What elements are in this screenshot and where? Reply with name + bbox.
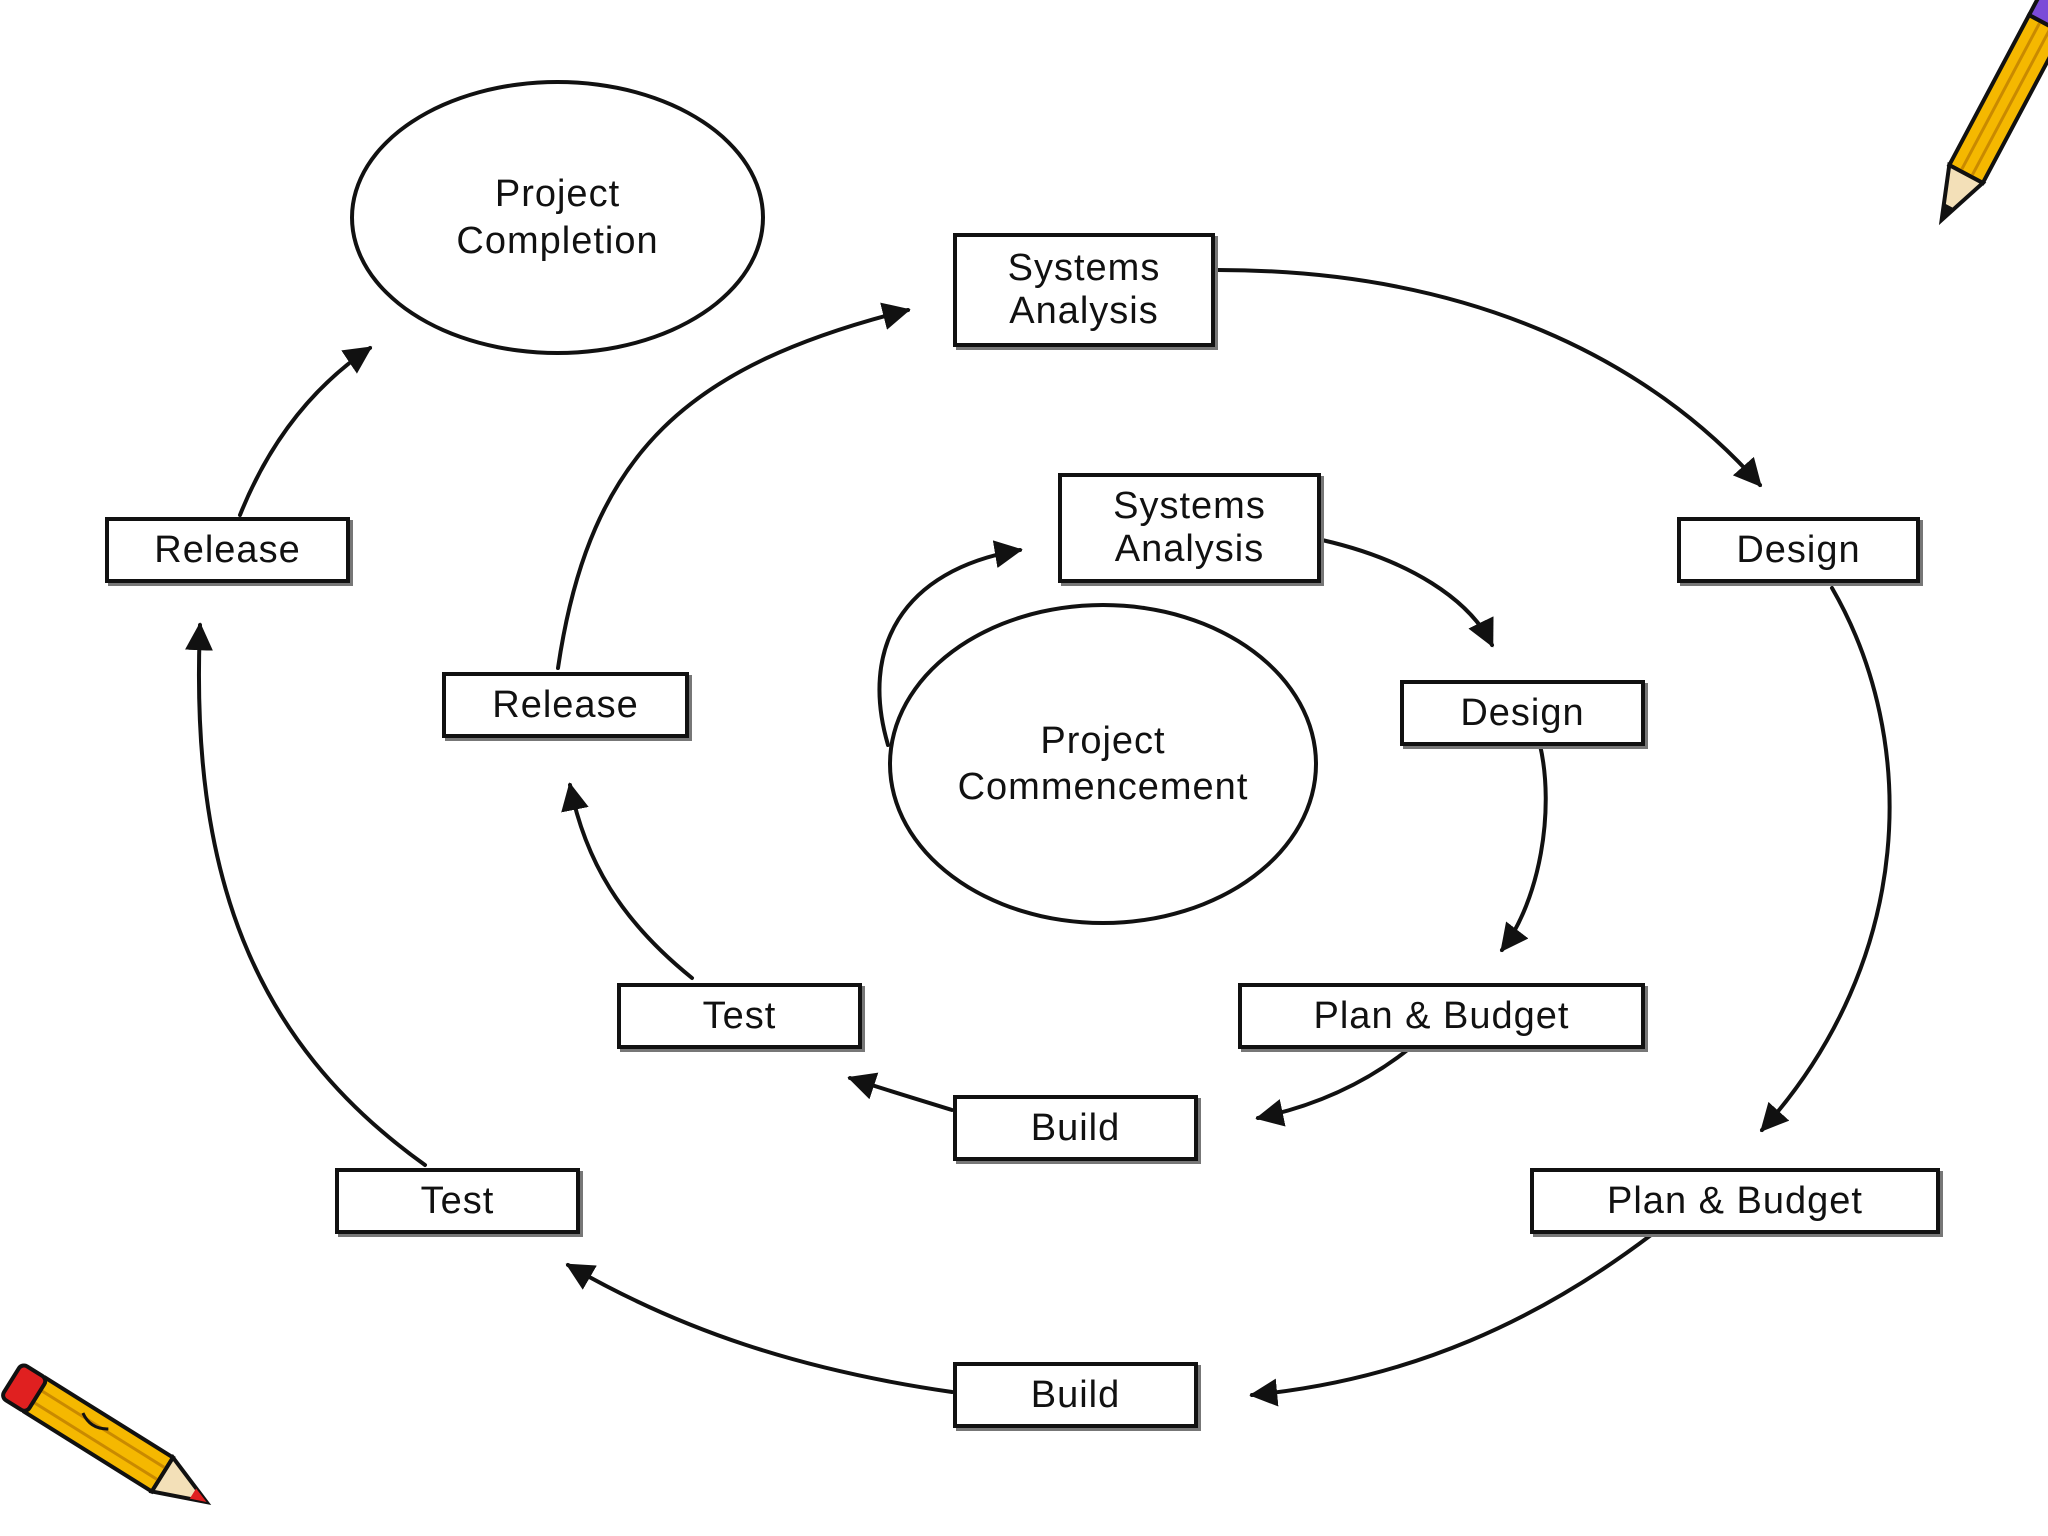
outer-systems-analysis-line2: Analysis	[1009, 290, 1159, 332]
inner-release-label: Release	[492, 683, 639, 726]
project-completion-line1: Project	[494, 173, 621, 216]
inner-plan-budget-box: Plan & Budget	[1238, 983, 1645, 1049]
inner-design-label: Design	[1460, 691, 1585, 734]
arrow-systems-analysis-to-design-inner	[1320, 538, 1494, 648]
project-completion-line2: Completion	[456, 219, 659, 262]
outer-systems-analysis-line1: Systems	[1007, 247, 1161, 290]
inner-release-box: Release	[442, 672, 689, 738]
outer-release-box: Release	[105, 517, 350, 583]
inner-build-label: Build	[1030, 1106, 1121, 1149]
outer-build-label: Build	[1030, 1373, 1121, 1416]
project-completion-node: Project Completion	[350, 80, 765, 355]
outer-build-box: Build	[953, 1362, 1198, 1428]
inner-systems-analysis-box: Systems Analysis	[1058, 473, 1321, 583]
arrow-systems-analysis-to-design-outer	[1216, 268, 1762, 488]
arrow-test-to-release-outer	[184, 622, 427, 1167]
inner-test-box: Test	[617, 983, 862, 1049]
arrow-test-to-release-inner	[561, 782, 694, 980]
outer-design-box: Design	[1677, 517, 1920, 583]
outer-systems-analysis-box: Systems Analysis	[953, 233, 1215, 347]
arrow-design-to-plan-outer	[1760, 586, 1892, 1133]
inner-systems-analysis-line2: Analysis	[1114, 528, 1265, 570]
inner-systems-analysis-line1: Systems	[1113, 485, 1266, 528]
pencil-icon	[1, 1363, 212, 1506]
arrow-plan-to-build-inner	[1255, 1046, 1412, 1127]
arrow-release-to-completion	[238, 346, 373, 517]
inner-test-label: Test	[702, 994, 777, 1037]
outer-design-label: Design	[1736, 528, 1861, 571]
arrow-commencement-to-systems-analysis	[877, 540, 1023, 747]
outer-test-label: Test	[420, 1179, 495, 1222]
outer-test-box: Test	[335, 1168, 580, 1234]
project-commencement-line1: Project	[1040, 719, 1166, 762]
project-commencement-node: Project Commencement	[888, 603, 1318, 925]
arrow-design-to-plan-inner	[1500, 743, 1548, 953]
arrow-plan-to-build-outer	[1249, 1230, 1657, 1407]
outer-release-label: Release	[154, 528, 301, 571]
arrow-build-to-test-outer	[565, 1263, 954, 1394]
outer-plan-budget-box: Plan & Budget	[1530, 1168, 1940, 1234]
arrow-release-to-systems-analysis-outer	[556, 302, 911, 670]
inner-plan-budget-label: Plan & Budget	[1313, 994, 1570, 1037]
inner-design-box: Design	[1400, 680, 1645, 746]
project-commencement-line2: Commencement	[957, 766, 1249, 808]
arrow-build-to-test-inner	[847, 1072, 954, 1112]
inner-build-box: Build	[953, 1095, 1198, 1161]
pencil-icon	[1938, 0, 2048, 226]
outer-plan-budget-label: Plan & Budget	[1607, 1179, 1863, 1222]
